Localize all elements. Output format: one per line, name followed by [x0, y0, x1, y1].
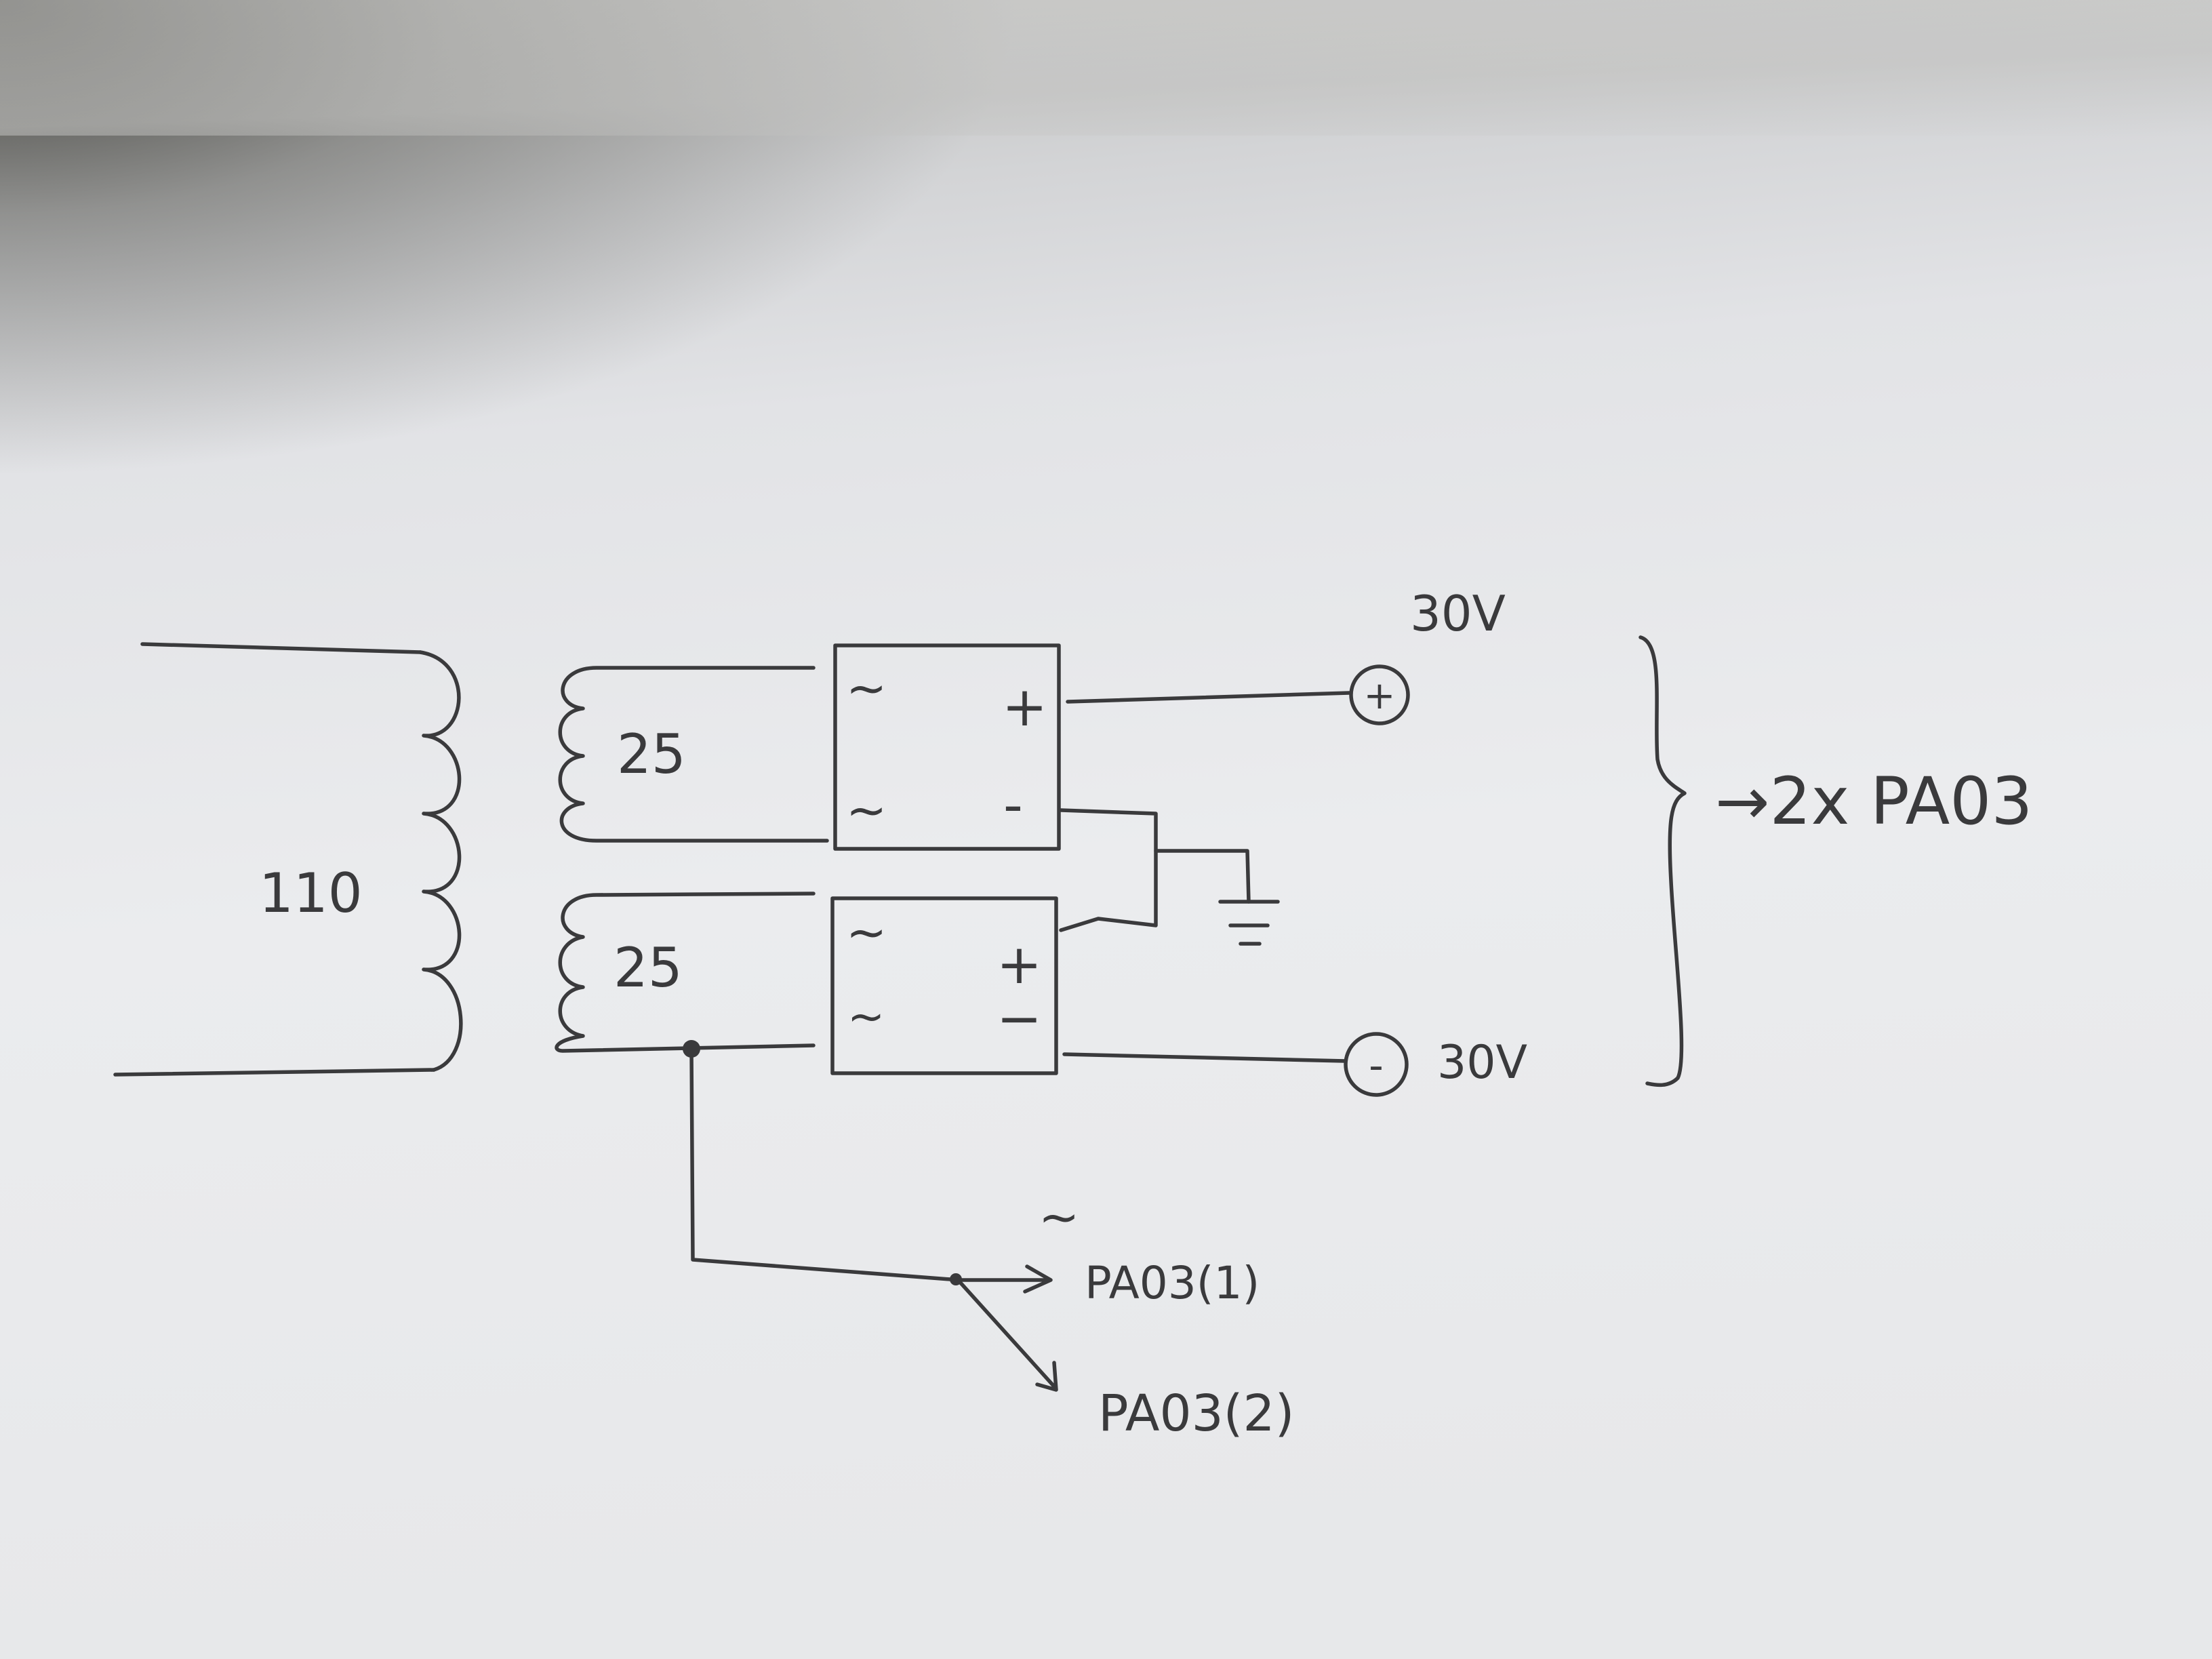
ac-in-bottom-1: ~ [846, 904, 887, 961]
center-tap-link [1059, 808, 1158, 932]
ground-wire [1154, 849, 1251, 904]
negative-terminal-sign: - [1369, 1042, 1384, 1090]
output-count-label: →2x PA03 [1715, 763, 2032, 839]
dc-plus-bottom: + [997, 933, 1042, 996]
negative-voltage-label: 30V [1437, 1036, 1527, 1090]
paper-fold-shadow [0, 0, 2212, 136]
arrow-pa03-1 [957, 1264, 1053, 1294]
secondary-bottom-coil [555, 892, 816, 1053]
negative-terminal [1344, 1032, 1409, 1097]
pa03-2-label: PA03(2) [1098, 1384, 1295, 1443]
dc-minus-bottom: − [997, 987, 1042, 1050]
ac-in-bottom-2: ~ [847, 991, 885, 1043]
secondary-bottom-voltage-label: 25 [614, 936, 683, 999]
positive-terminal [1349, 664, 1410, 725]
bridge-rectifier-top [833, 643, 1061, 851]
ac-mark: ~ [1039, 1188, 1079, 1245]
primary-coil [418, 650, 463, 1072]
ac-in-top-2: ~ [846, 782, 887, 839]
bridge-rectifier-bottom [830, 896, 1058, 1075]
primary-bottom-lead [113, 1068, 436, 1077]
pa03-1-label: PA03(1) [1085, 1257, 1260, 1309]
positive-terminal-sign: + [1364, 674, 1396, 718]
secondary-top-voltage-label: 25 [617, 723, 686, 786]
arrow-pa03-2 [957, 1279, 1058, 1392]
dc-plus-top: + [1002, 675, 1047, 738]
output-brace [1638, 635, 1687, 1087]
ac-in-top-1: ~ [846, 660, 887, 717]
ac-tap-wire [689, 1047, 961, 1282]
secondary-top-coil [558, 666, 829, 843]
primary-voltage-label: 110 [259, 862, 363, 925]
primary-top-lead [140, 642, 422, 654]
positive-voltage-label: 30V [1410, 585, 1506, 642]
positive-output-wire [1066, 691, 1351, 704]
ground-symbol [1218, 900, 1280, 946]
negative-output-wire [1062, 1052, 1348, 1063]
dc-minus-top: - [1003, 774, 1023, 837]
